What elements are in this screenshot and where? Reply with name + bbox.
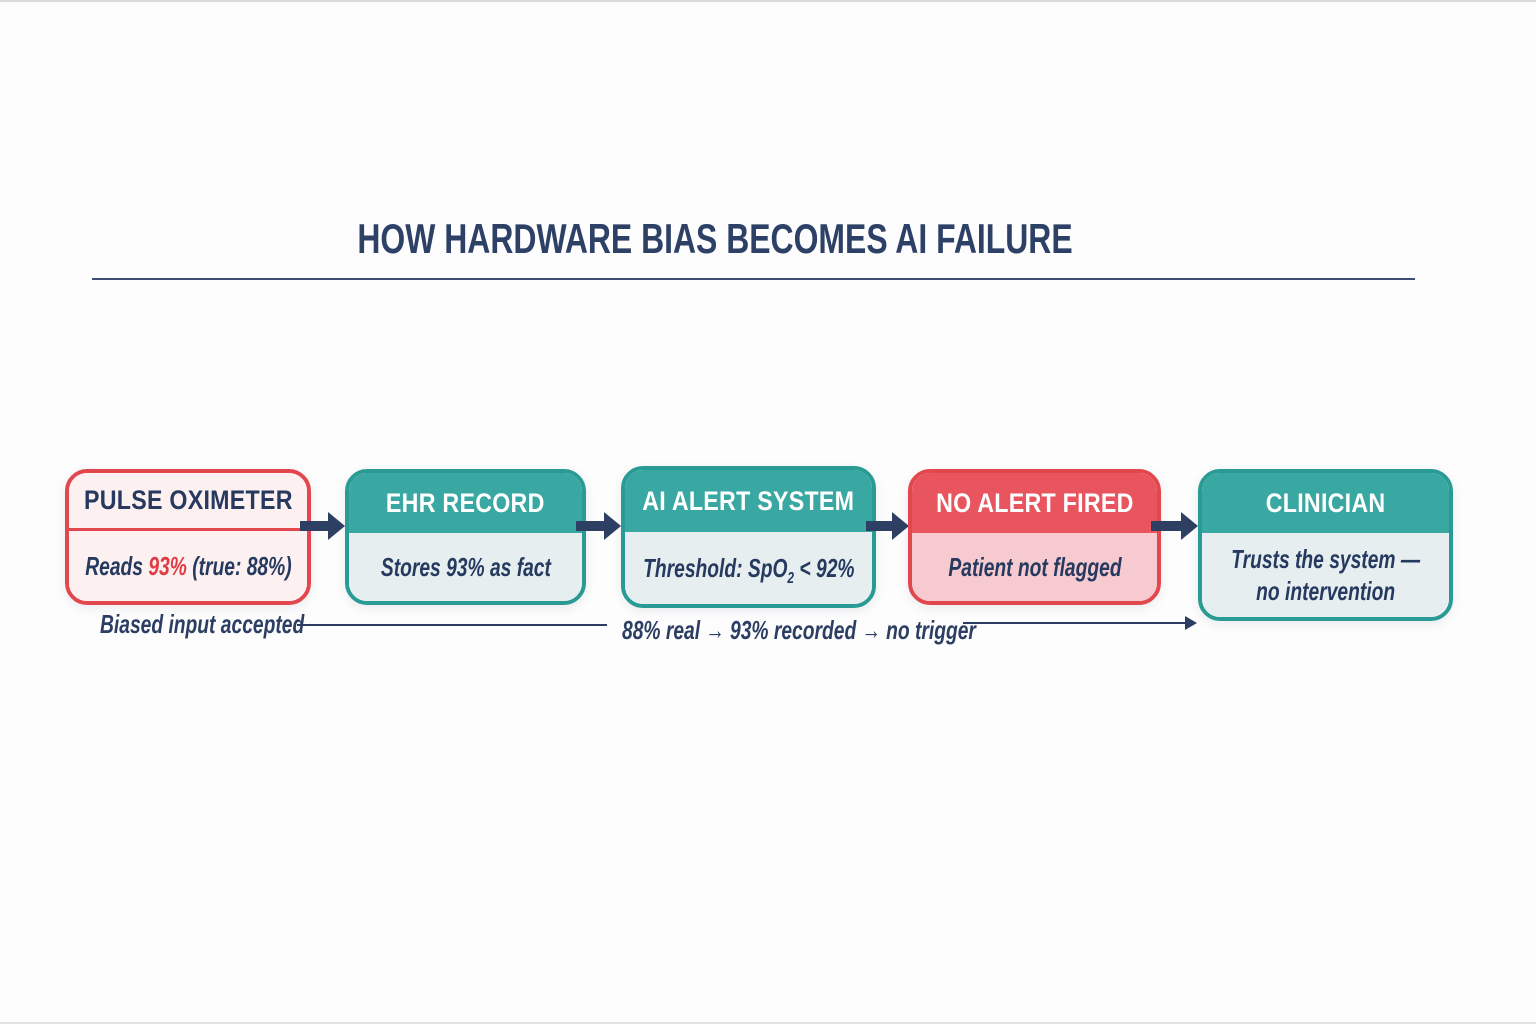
- page-title: HOW HARDWARE BIAS BECOMES AI FAILURE: [357, 215, 1073, 262]
- arrow-head: [604, 512, 621, 540]
- title-underline: [92, 278, 1415, 280]
- node-body-text: Threshold: SpO2 < 92%: [642, 552, 855, 587]
- node-body-text: Trusts the system —no intervention: [1231, 543, 1420, 608]
- bottom-edge-divider: [0, 1022, 1536, 1024]
- annotation-line-left: [297, 624, 607, 626]
- node-ai-alert-system: AI ALERT SYSTEM Threshold: SpO2 < 92%: [621, 466, 876, 608]
- node-ehr-record-title: EHR RECORD: [349, 473, 582, 533]
- arrow-shaft: [576, 521, 604, 531]
- node-clinician-body: Trusts the system —no intervention: [1202, 533, 1449, 617]
- arrow-shaft: [1151, 521, 1181, 531]
- chain-label: 88% real → 93% recorded → no trigger: [622, 615, 976, 645]
- node-pulse-oximeter-body: Reads 93% (true: 88%): [69, 531, 307, 601]
- annotation-line-right: [963, 622, 1185, 624]
- node-pulse-oximeter: PULSE OXIMETER Reads 93% (true: 88%): [65, 469, 311, 605]
- subscript-text: 2: [787, 568, 794, 587]
- highlighted-value: 93%: [147, 550, 187, 581]
- node-no-alert-fired: NO ALERT FIRED Patient not flagged: [908, 469, 1161, 605]
- node-body-text: Patient not flagged: [947, 551, 1122, 582]
- node-title-text: CLINICIAN: [1265, 487, 1386, 518]
- arrow-right-icon: [1151, 512, 1198, 540]
- annotation-arrow-head-icon: [1185, 616, 1197, 630]
- body-text-part: Threshold: SpO: [642, 552, 788, 583]
- node-ehr-record-body: Stores 93% as fact: [349, 533, 582, 601]
- node-title-text: EHR RECORD: [386, 487, 545, 518]
- arrow-head: [328, 512, 345, 540]
- node-divider: [69, 528, 307, 531]
- arrow-head: [1181, 512, 1198, 540]
- body-line-2: no intervention: [1256, 576, 1395, 606]
- arrow-head: [892, 512, 909, 540]
- body-text-part: Reads: [84, 550, 148, 581]
- body-text-part: (true: 88%): [186, 550, 292, 581]
- node-clinician-title: CLINICIAN: [1202, 473, 1449, 533]
- node-clinician: CLINICIAN Trusts the system —no interven…: [1198, 469, 1453, 621]
- arrow-right-icon: [866, 512, 909, 540]
- node-ehr-record: EHR RECORD Stores 93% as fact: [345, 469, 586, 605]
- arrow-right-icon: [576, 512, 621, 540]
- arrow-right-icon: [300, 512, 345, 540]
- node-no-alert-fired-title: NO ALERT FIRED: [912, 473, 1157, 533]
- node-body-text: Stores 93% as fact: [380, 551, 551, 582]
- biased-input-label: Biased input accepted: [100, 609, 305, 639]
- body-text-part: < 92%: [793, 552, 855, 583]
- arrow-shaft: [300, 521, 328, 531]
- body-line-1: Trusts the system —: [1231, 543, 1420, 574]
- top-edge-divider: [0, 0, 1536, 2]
- node-body-text: Reads 93% (true: 88%): [85, 550, 291, 583]
- node-pulse-oximeter-title: PULSE OXIMETER: [69, 473, 307, 528]
- node-ai-alert-system-title: AI ALERT SYSTEM: [625, 470, 872, 532]
- node-title-text: PULSE OXIMETER: [83, 485, 293, 515]
- arrow-shaft: [866, 521, 892, 531]
- node-title-text: AI ALERT SYSTEM: [642, 485, 855, 516]
- node-no-alert-fired-body: Patient not flagged: [912, 533, 1157, 601]
- node-title-text: NO ALERT FIRED: [935, 487, 1134, 518]
- node-ai-alert-system-body: Threshold: SpO2 < 92%: [625, 532, 872, 604]
